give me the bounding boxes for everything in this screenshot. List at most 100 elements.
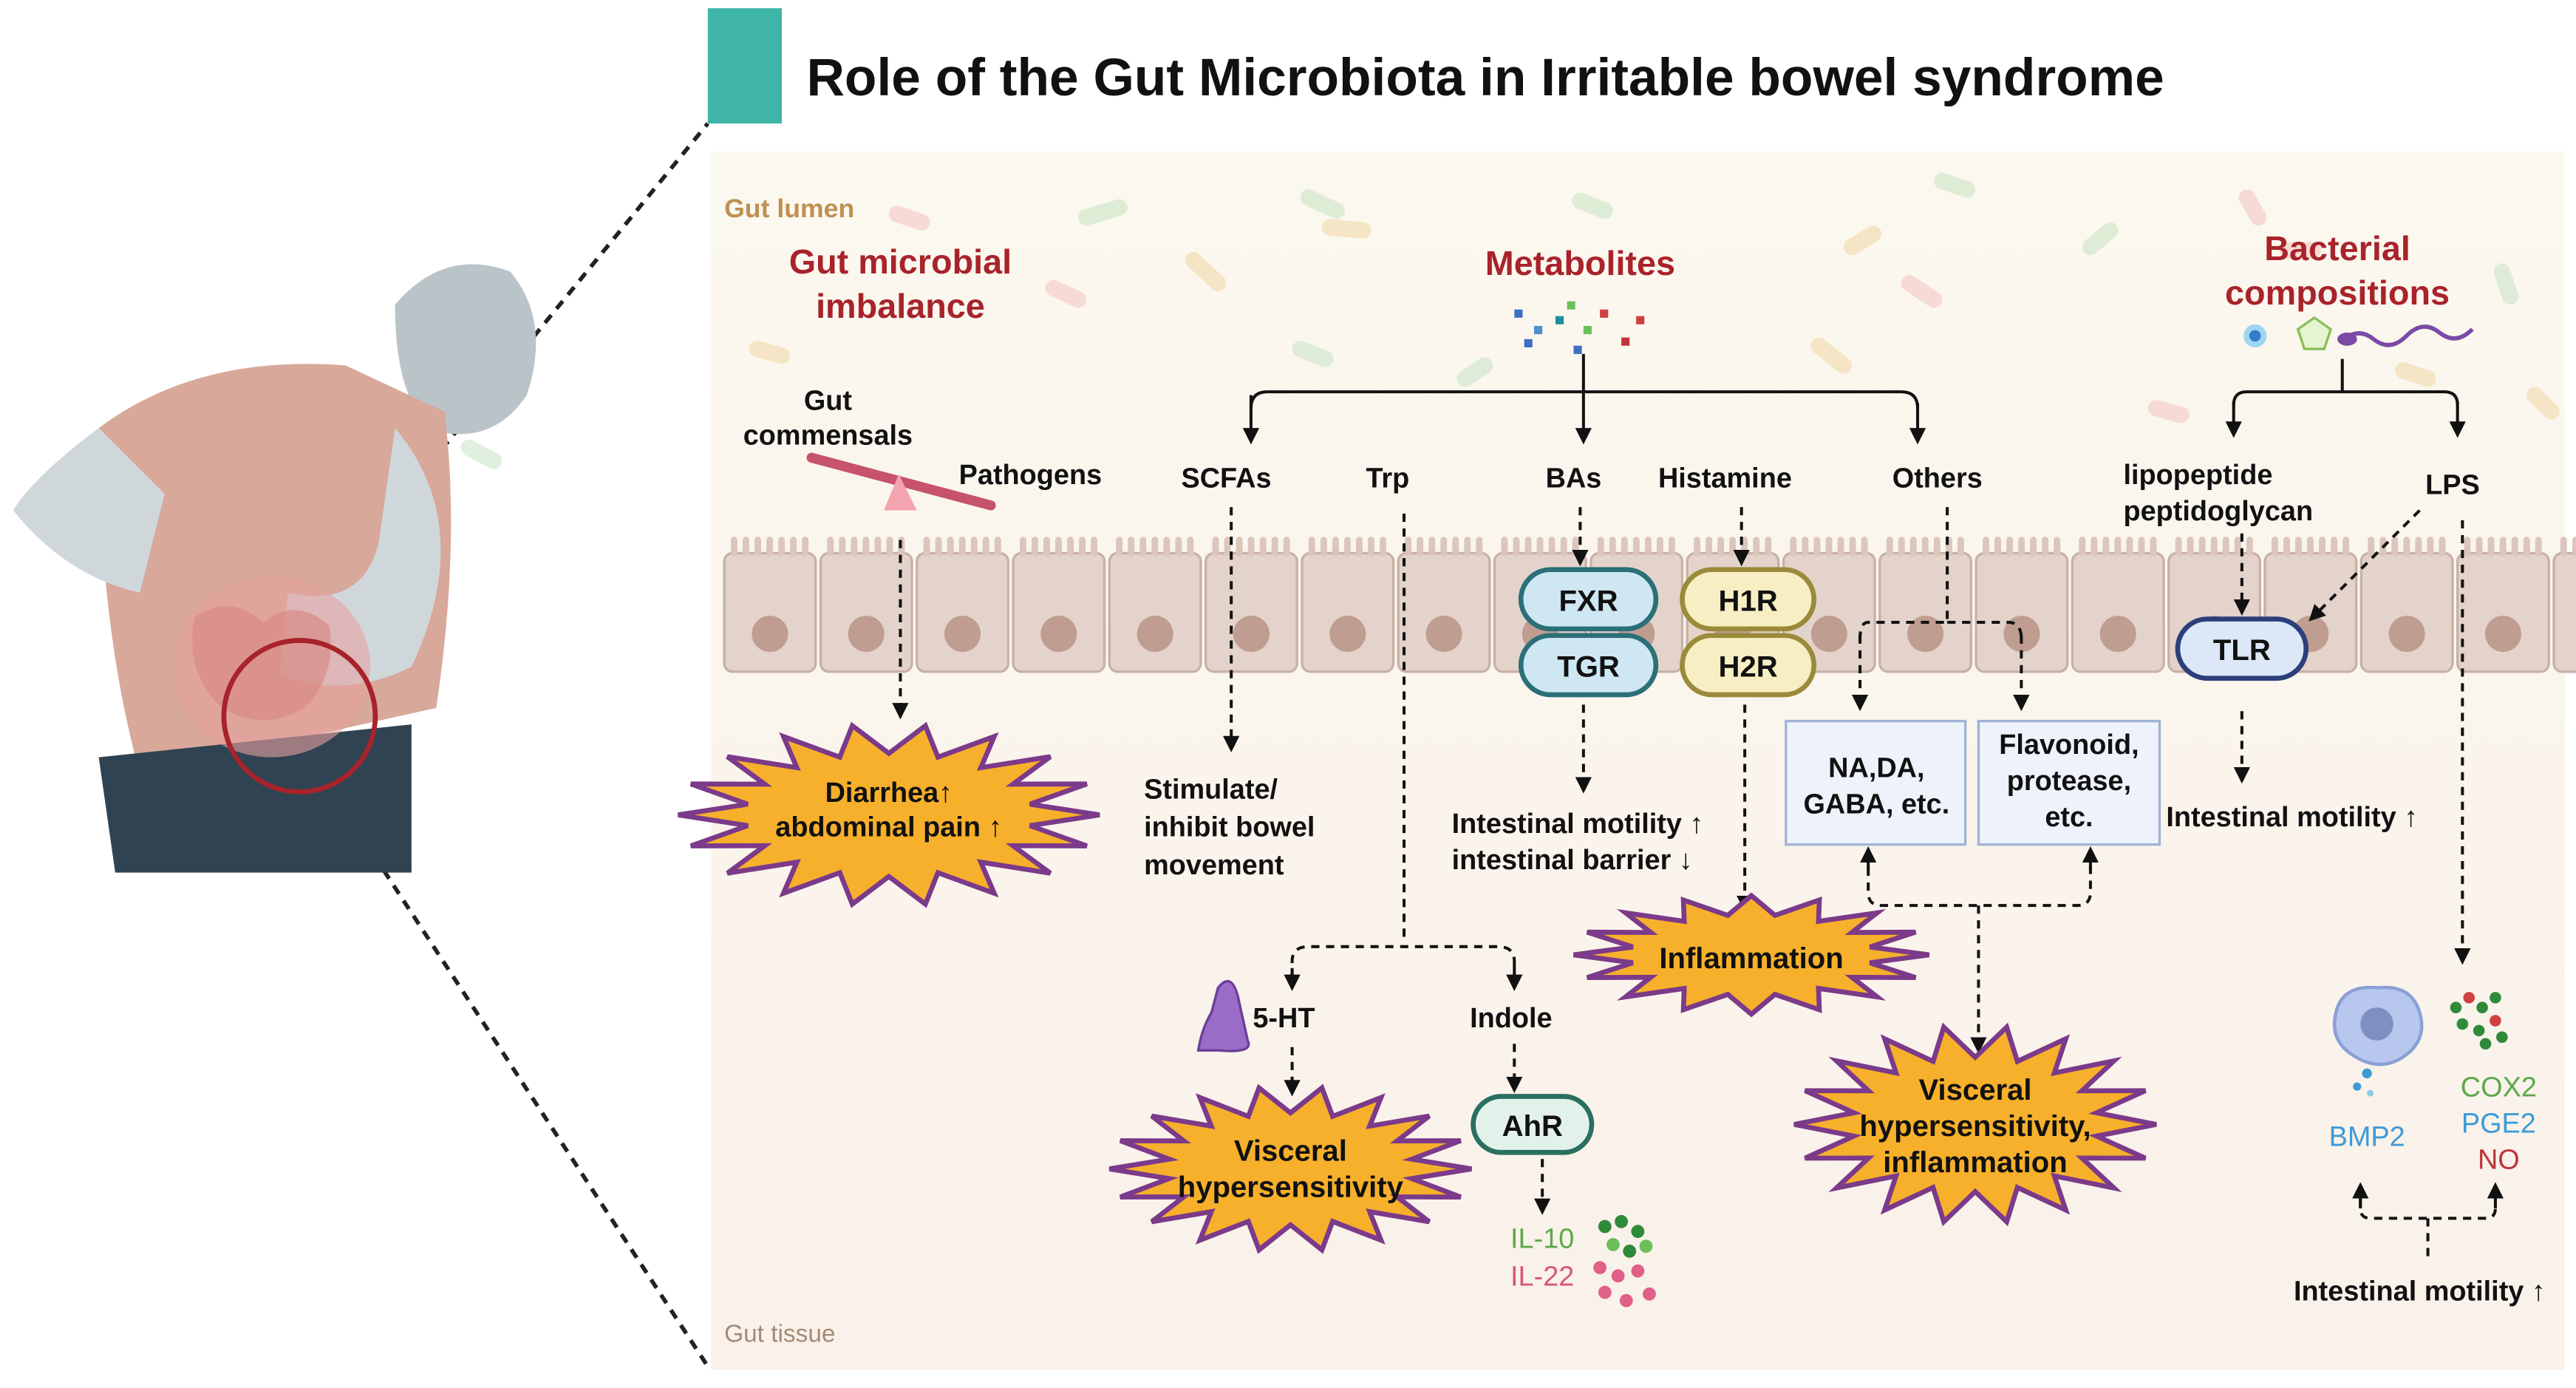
microvillus xyxy=(2535,537,2542,557)
microvillus xyxy=(1476,537,1483,557)
microvillus xyxy=(1452,537,1459,557)
cell-nucleus xyxy=(1040,616,1077,653)
cox2-label: COX2 xyxy=(2461,1072,2537,1103)
microvillus xyxy=(2114,537,2122,557)
flavonoid-label-line3: etc. xyxy=(2045,802,2093,833)
scfa-effect-line3: movement xyxy=(1144,850,1284,881)
microvillus xyxy=(1308,537,1315,557)
commensals-label-line1: Gut xyxy=(804,386,853,417)
epithelium xyxy=(723,537,2576,673)
microvillus xyxy=(2331,537,2338,557)
microvillus xyxy=(2295,537,2302,557)
microvillus xyxy=(1513,537,1520,557)
microvillus xyxy=(1116,537,1123,557)
microvillus xyxy=(1320,537,1327,557)
visceral-burst xyxy=(1108,1083,1472,1254)
diarrhea-burst xyxy=(678,721,1100,908)
microvillus xyxy=(1163,537,1171,557)
others-merge-lines xyxy=(1867,852,2092,908)
microvillus xyxy=(2222,537,2229,557)
cell-nucleus xyxy=(1233,616,1270,653)
microvillus xyxy=(754,537,761,557)
visceral-label-line1: Visceral xyxy=(1234,1134,1347,1167)
microvillus xyxy=(935,537,942,557)
fxr-label: FXR xyxy=(1558,585,1618,617)
microvillus xyxy=(2560,537,2567,557)
microvillus xyxy=(2511,537,2518,557)
microvillus xyxy=(766,537,774,557)
microvillus xyxy=(1886,537,1893,557)
microvillus xyxy=(1079,537,1086,557)
microvillus xyxy=(1813,537,1821,557)
epithelial-cell xyxy=(1878,551,1973,673)
microvillus xyxy=(1283,537,1290,557)
microvillus xyxy=(1440,537,1448,557)
lps-to-tlr-arrow xyxy=(2308,509,2421,622)
microvillus xyxy=(1405,537,1412,557)
h1r-label: H1R xyxy=(1719,585,1778,617)
microvillus xyxy=(2054,537,2061,557)
ba-effect-line2: intestinal barrier ↓ xyxy=(1452,845,1693,876)
microvillus xyxy=(1428,537,1436,557)
h1r-receptor xyxy=(1680,567,1817,632)
microvillus xyxy=(2198,537,2206,557)
microvillus xyxy=(1247,537,1255,557)
epithelial-cell xyxy=(1108,551,1202,673)
microvillus xyxy=(1501,537,1508,557)
microvillus xyxy=(1548,537,1556,557)
five-ht-label: 5-HT xyxy=(1253,1003,1315,1034)
epithelial-cell xyxy=(1301,551,1395,673)
microvillus xyxy=(2210,537,2218,557)
epithelial-cell xyxy=(916,551,1010,673)
epithelial-cell xyxy=(1204,551,1298,673)
vis-inf-label-line3: inflammation xyxy=(1883,1146,2067,1179)
metabolites-heading: Metabolites xyxy=(1485,244,1675,282)
microvillus xyxy=(1019,537,1026,557)
microvillus xyxy=(731,537,737,557)
microvillus xyxy=(886,537,893,557)
microvillus xyxy=(2018,537,2025,557)
microvillus xyxy=(2042,537,2049,557)
microvillus xyxy=(1151,537,1159,557)
il10-label: IL-10 xyxy=(1510,1223,1574,1254)
zoom-line-bottom xyxy=(302,747,710,1368)
lps-label: LPS xyxy=(2425,469,2480,500)
tlr-effect-label: Intestinal motility ↑ xyxy=(2166,802,2418,833)
person-figure xyxy=(13,264,536,873)
microvillus xyxy=(1380,537,1387,557)
flavonoid-label-line2: protease, xyxy=(2007,766,2131,797)
cell-nucleus xyxy=(752,616,788,653)
ahr-receptor xyxy=(1471,1094,1595,1155)
microvillus xyxy=(2283,537,2290,557)
microvillus xyxy=(2271,537,2278,557)
cell-nucleus xyxy=(1907,616,1944,653)
microvillus xyxy=(2464,537,2471,557)
cox2-pge2-no-dots-icon xyxy=(2450,992,2508,1050)
microvillus xyxy=(2006,537,2014,557)
others-branch-lines xyxy=(1858,507,1949,639)
microvillus xyxy=(839,537,846,557)
microvillus xyxy=(743,537,749,557)
microvillus xyxy=(947,537,954,557)
visceral-label-line2: hypersensitivity xyxy=(1178,1171,1404,1203)
microvillus xyxy=(2030,537,2037,557)
h2r-label: H2R xyxy=(1719,651,1778,684)
microvillus xyxy=(1849,537,1856,557)
microvillus xyxy=(2499,537,2507,557)
microvillus xyxy=(1753,537,1760,557)
gut-tissue-label: Gut tissue xyxy=(724,1320,835,1347)
microvillus xyxy=(1717,537,1725,557)
microvillus xyxy=(1933,537,1940,557)
microvillus xyxy=(1271,537,1278,557)
microvillus xyxy=(1572,537,1579,557)
microvillus xyxy=(1609,537,1616,557)
lumen-bacteria xyxy=(460,172,2560,469)
microvillus xyxy=(874,537,882,557)
microvillus xyxy=(2126,537,2133,557)
focus-circle xyxy=(221,638,378,795)
microvillus xyxy=(1175,537,1182,557)
epithelial-cell xyxy=(1012,551,1106,673)
cell-nucleus xyxy=(1425,616,1462,653)
balance-scale-icon xyxy=(806,452,996,511)
